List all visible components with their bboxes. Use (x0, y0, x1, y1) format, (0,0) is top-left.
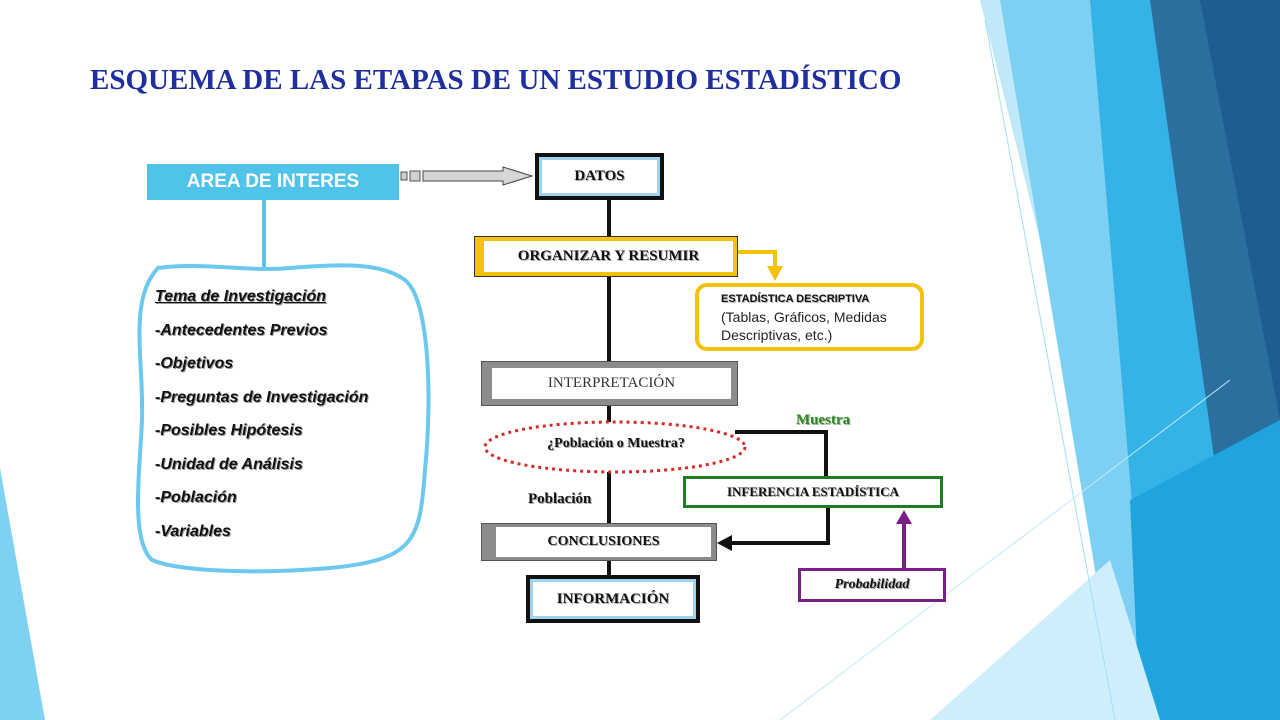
organizar-label: ORGANIZAR Y RESUMIR (479, 241, 733, 272)
interpretacion-label: INTERPRETACIÓN (492, 368, 731, 399)
topic-item: -Objetivos (155, 355, 234, 372)
decor-bottom-shard (1130, 420, 1280, 720)
decor-thin-line-2 (779, 379, 1231, 720)
topic-item: -Preguntas de Investigación (155, 388, 369, 406)
estadistica-descriptiva-line2: Descriptivas, etc.) (721, 327, 833, 343)
yellow-connector (738, 250, 777, 268)
decor-thin-line (984, 19, 1116, 720)
informacion-node: INFORMACIÓN (526, 575, 700, 623)
page-title: ESQUEMA DE LAS ETAPAS DE UN ESTUDIO ESTA… (90, 64, 902, 96)
topic-item: -Posibles Hipótesis (155, 422, 303, 439)
conclusiones-label: CONCLUSIONES (496, 527, 711, 557)
decor-bottom-light (930, 560, 1160, 720)
interpretacion-node: INTERPRETACIÓN (481, 361, 738, 406)
probabilidad-node: Probabilidad (798, 568, 946, 602)
estadistica-descriptiva-line1: (Tablas, Gráficos, Medidas (721, 309, 887, 325)
inferencia-to-concl (730, 508, 830, 545)
decor-left-triangle (0, 468, 45, 720)
estadistica-descriptiva-title: ESTADÍSTICA DESCRIPTIVA (721, 293, 870, 305)
topic-item: Tema de Investigación (155, 288, 327, 305)
arrow-dot-2 (409, 170, 421, 182)
organizar-node: ORGANIZAR Y RESUMIR (474, 236, 738, 277)
informacion-label: INFORMACIÓN (530, 579, 696, 619)
topic-item: -Antecedentes Previos (155, 321, 328, 339)
topic-item: -Población (155, 489, 237, 506)
conclusiones-node: CONCLUSIONES (481, 523, 717, 561)
datos-label: DATOS (539, 157, 660, 196)
arrow-to-datos (422, 166, 534, 186)
concl-arrowhead (717, 535, 732, 551)
area-interes-box: AREA DE INTERES (147, 164, 399, 200)
poblacion-muestra-question: ¿Población o Muestra? (547, 436, 685, 451)
topics-cloud-outline (136, 263, 431, 574)
muestra-label: Muestra (796, 412, 851, 428)
question-ellipse (483, 420, 747, 474)
topic-item: -Unidad de Análisis (155, 455, 303, 473)
topic-item: -Variables (155, 522, 231, 540)
prob-arrowhead (896, 510, 912, 524)
poblacion-label: Población (528, 491, 592, 508)
topics-list: Tema de Investigación -Antecedentes Prev… (155, 286, 425, 554)
yellow-arrowhead (767, 266, 783, 281)
muestra-connector (735, 430, 828, 476)
estadistica-descriptiva-node: ESTADÍSTICA DESCRIPTIVA (Tablas, Gráfico… (695, 283, 924, 351)
inferencia-node: INFERENCIA ESTADÍSTICA (683, 476, 943, 508)
datos-node: DATOS (535, 153, 664, 200)
decor-deep-band (1200, 0, 1280, 420)
arrow-dot-1 (400, 171, 408, 181)
